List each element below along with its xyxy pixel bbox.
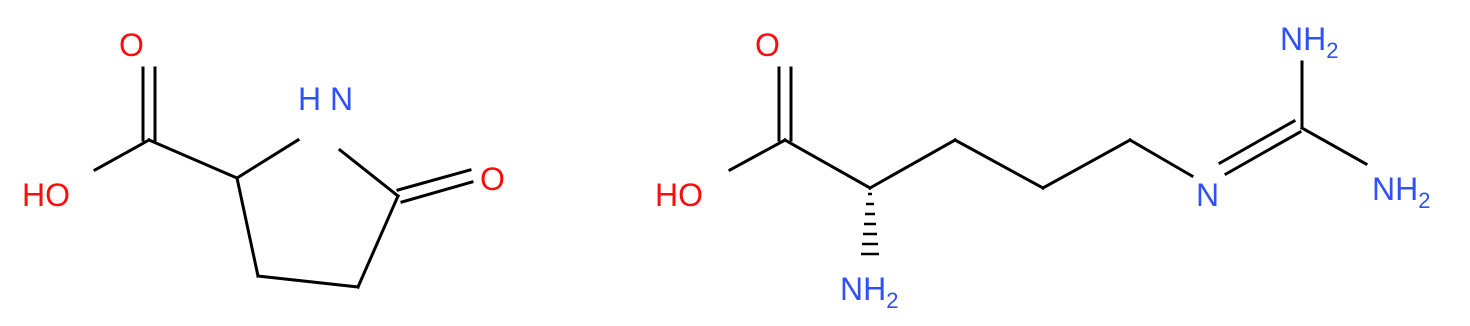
ring-nitrogen-label: H N <box>298 81 353 117</box>
stereo-hashed-wedge <box>861 192 879 256</box>
carboxyl-oh-bond <box>92 137 152 173</box>
imine-nitrogen-label: N <box>1196 177 1219 213</box>
alpha-amine-label: NH2 <box>840 271 898 313</box>
arg-carboxyl-oxygen-label: O <box>755 27 780 63</box>
arg-carboxyl-oh-bond <box>727 137 788 173</box>
guanidine-right-bond <box>1299 125 1369 167</box>
hydroxyl-label: HO <box>22 177 70 213</box>
carboxyl-oxygen-label: O <box>119 27 144 63</box>
guanidine-right-amine-label: NH2 <box>1372 171 1430 213</box>
lactam-oxygen-label: O <box>480 161 505 197</box>
pyroglutamic-acid-structure: O HO H N O <box>22 27 505 289</box>
arg-backbone-bond-4 <box>1040 137 1133 191</box>
imine-double-bond-a <box>1223 129 1303 177</box>
imine-double-bond-b <box>1217 118 1297 166</box>
guanidine-top-amine-label: NH2 <box>1280 21 1338 63</box>
ring-bond-n-c5 <box>337 147 401 199</box>
carboxyl-ring-bond <box>147 138 239 180</box>
arg-backbone-bond-1 <box>782 137 873 191</box>
arginine-structure: O HO NH2 N NH2 NH2 <box>655 21 1430 313</box>
ring-bond-c4-c3 <box>256 274 360 289</box>
lactam-double-bond-a <box>396 168 472 192</box>
arg-hydroxyl-label: HO <box>655 177 703 213</box>
arg-backbone-bond-3 <box>952 137 1046 191</box>
arg-backbone-bond-5 <box>1127 137 1195 179</box>
lactam-double-bond-b <box>400 180 474 204</box>
arg-backbone-bond-2 <box>867 137 958 191</box>
ring-bond-c3-c2 <box>235 176 260 278</box>
ring-bond-c5-c4 <box>356 194 400 289</box>
ring-bond-c2-n <box>234 137 301 181</box>
